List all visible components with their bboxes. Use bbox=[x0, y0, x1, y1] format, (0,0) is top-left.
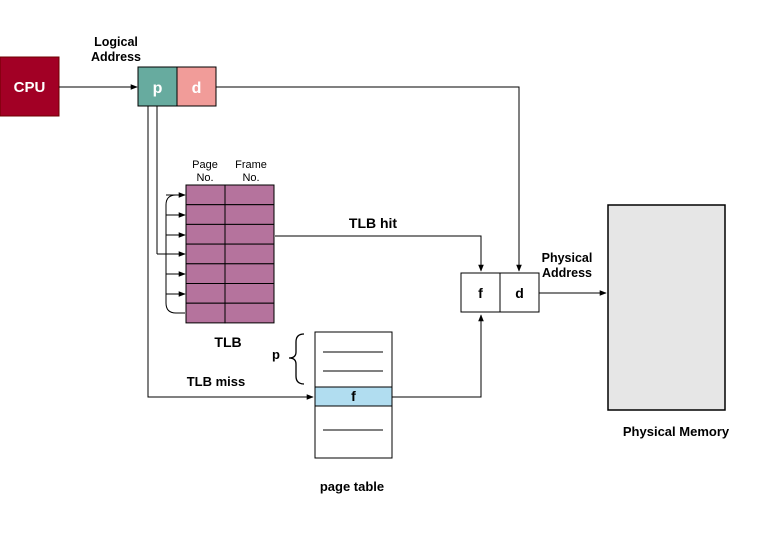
tlb-search-lines bbox=[156, 106, 186, 314]
tlb-col-frame-line2: No. bbox=[242, 172, 259, 184]
tlb-page-cell bbox=[185, 283, 226, 304]
physical-address-box: f d bbox=[460, 272, 540, 313]
tlb-col-frame-line1: Frame bbox=[235, 159, 267, 171]
tlb-page-cell bbox=[185, 263, 226, 284]
tlb-col-page-line2: No. bbox=[196, 172, 213, 184]
tlb-frame-cell bbox=[224, 223, 275, 245]
tlb-miss-label: TLB miss bbox=[187, 374, 246, 389]
offset-box: d bbox=[176, 66, 217, 107]
page-number-label: p bbox=[153, 80, 163, 97]
tlb-page-cell bbox=[185, 243, 226, 265]
tlb-frame-cell bbox=[224, 283, 275, 304]
tlb-miss-arrow bbox=[147, 106, 314, 400]
tlb-frame-cell bbox=[224, 263, 275, 284]
tlb-page-cell bbox=[185, 302, 226, 324]
tlb-frame-cell bbox=[224, 243, 275, 265]
offset-to-physical-arrow bbox=[216, 86, 522, 272]
physical-address-label-line1: Physical bbox=[542, 251, 593, 265]
physical-offset-label: d bbox=[515, 285, 524, 301]
tlb-table bbox=[185, 184, 275, 324]
tlb-hit-label: TLB hit bbox=[349, 215, 398, 231]
page-table-p-label: p bbox=[272, 347, 280, 362]
physical-address-label-line2: Address bbox=[542, 266, 592, 280]
tlb-frame-cell bbox=[224, 204, 275, 225]
physical-frame-label: f bbox=[478, 285, 483, 301]
page-table-frame-label: f bbox=[351, 388, 356, 404]
page-number-box: p bbox=[137, 66, 178, 107]
tlb-page-cell bbox=[185, 223, 226, 245]
tlb-hit-arrow bbox=[275, 235, 484, 272]
physical-memory-label: Physical Memory bbox=[623, 424, 730, 439]
logical-address-label-line2: Address bbox=[91, 50, 141, 64]
physical-memory-box bbox=[607, 204, 726, 411]
tlb-page-cell bbox=[185, 204, 226, 225]
tlb-frame-cell bbox=[224, 184, 275, 206]
page-table-brace bbox=[288, 333, 305, 385]
offset-label: d bbox=[192, 80, 202, 97]
tlb-col-page-line1: Page bbox=[192, 159, 218, 171]
tlb-page-cell bbox=[185, 184, 226, 206]
tlb-title: TLB bbox=[214, 334, 241, 350]
cpu-label: CPU bbox=[14, 79, 46, 96]
tlb-frame-cell bbox=[224, 302, 275, 324]
logical-address-label-line1: Logical bbox=[94, 35, 138, 49]
page-table-to-physical-arrow bbox=[392, 314, 484, 398]
cpu-box: CPU bbox=[0, 56, 60, 117]
page-table: f bbox=[314, 331, 393, 459]
page-table-title: page table bbox=[320, 479, 384, 494]
